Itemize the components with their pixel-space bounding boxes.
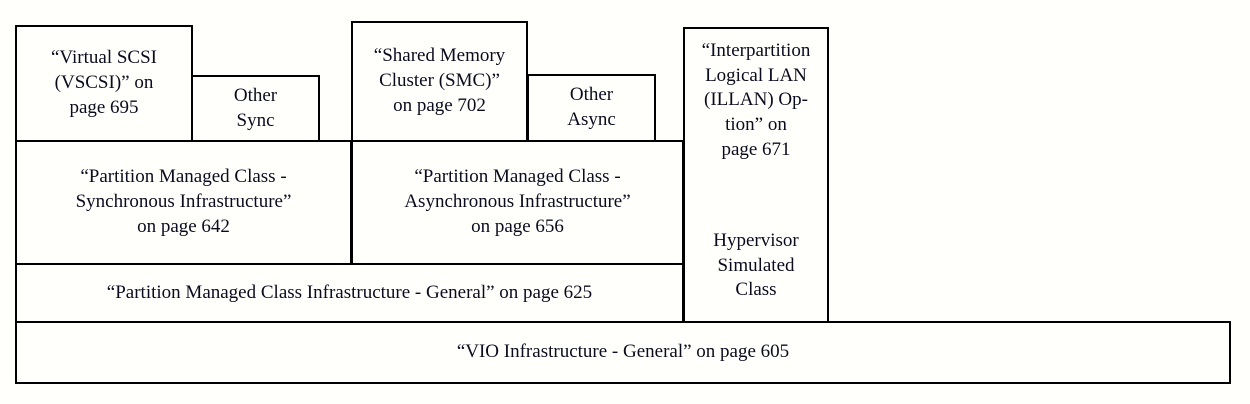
- block-partition-managed-class-synchronous[interactable]: “Partition Managed Class - Synchronous I…: [15, 140, 352, 265]
- block-other-async-label: Other Async: [567, 84, 616, 130]
- block-other-sync[interactable]: Other Sync: [191, 75, 320, 142]
- block-virtual-scsi[interactable]: “Virtual SCSI (VSCSI)” on page 695: [15, 25, 193, 142]
- block-partition-managed-class-asynchronous[interactable]: “Partition Managed Class - Asynchronous …: [351, 140, 684, 265]
- block-vio-infrastructure-general[interactable]: “VIO Infrastructure - General” on page 6…: [15, 321, 1231, 384]
- block-illan-sublabel: Hypervisor Simulated Class: [713, 229, 799, 301]
- block-partition-managed-class-general-label: “Partition Managed Class Infrastructure …: [106, 281, 593, 303]
- block-shared-memory-cluster[interactable]: “Shared Memory Cluster (SMC)” on page 70…: [351, 21, 528, 142]
- block-partition-managed-class-general[interactable]: “Partition Managed Class Infrastructure …: [15, 263, 684, 323]
- block-other-sync-label: Other Sync: [233, 84, 278, 131]
- block-interpartition-logical-lan[interactable]: “Interpartition Logical LAN (ILLAN) Op- …: [683, 27, 829, 323]
- block-virtual-scsi-label: “Virtual SCSI (VSCSI)” on page 695: [51, 47, 157, 118]
- block-partition-managed-class-synchronous-label: “Partition Managed Class - Synchronous I…: [75, 166, 292, 237]
- block-other-async[interactable]: Other Async: [527, 74, 656, 142]
- block-partition-managed-class-asynchronous-label: “Partition Managed Class - Asynchronous …: [404, 166, 631, 237]
- block-illan-label: “Interpartition Logical LAN (ILLAN) Op- …: [701, 40, 811, 160]
- block-illan-content: “Interpartition Logical LAN (ILLAN) Op- …: [691, 35, 821, 321]
- block-vio-infrastructure-general-label: “VIO Infrastructure - General” on page 6…: [456, 341, 790, 363]
- block-shared-memory-cluster-label: “Shared Memory Cluster (SMC)” on page 70…: [373, 45, 506, 116]
